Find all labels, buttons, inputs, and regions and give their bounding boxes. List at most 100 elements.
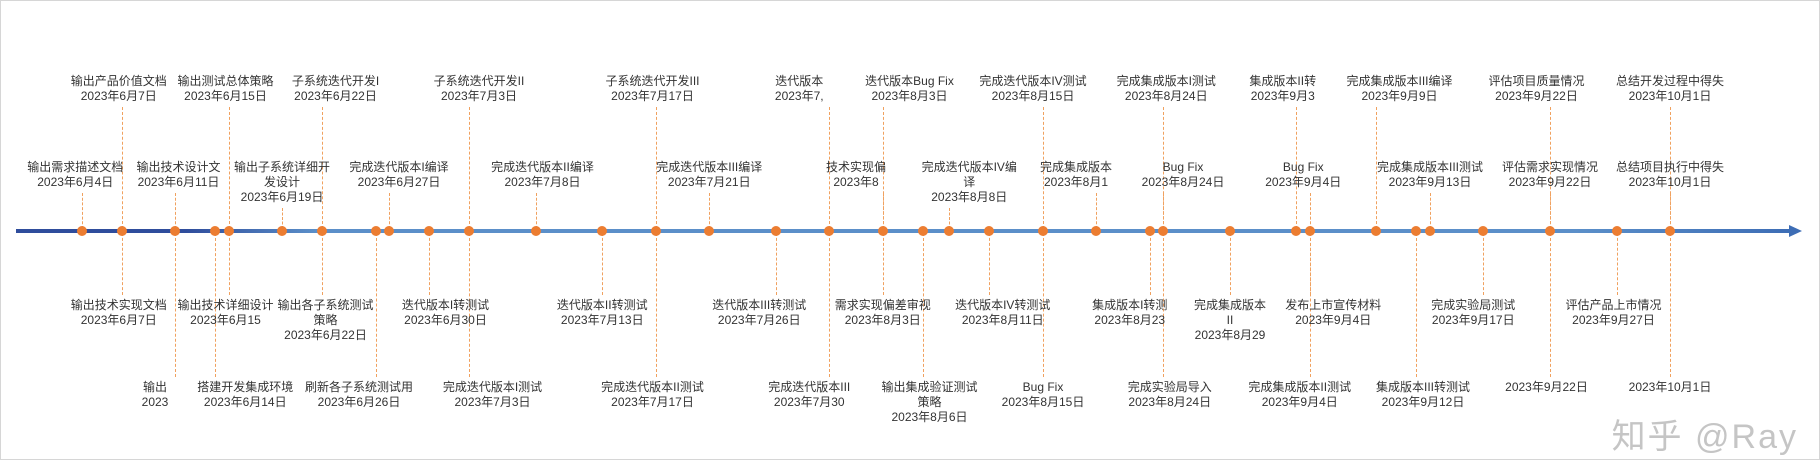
event-marker <box>424 226 434 236</box>
event-title: 完成迭代版本II测试 <box>601 380 704 394</box>
connector-line <box>829 107 830 229</box>
event-marker <box>824 226 834 236</box>
event-date: 2023年8月23 <box>1094 313 1166 327</box>
event-title: 评估项目质量情况 <box>1488 74 1585 88</box>
event-title: 输出各子系统测试策略 <box>277 298 374 327</box>
event-marker <box>224 226 234 236</box>
connector-line <box>1430 193 1431 229</box>
event-date: 2023年8月3日 <box>871 89 948 103</box>
event-date: 2023年9月4日 <box>1265 175 1342 189</box>
event-date: 2023年7月21日 <box>667 175 751 189</box>
connector-line <box>656 233 657 377</box>
connector-line <box>282 208 283 229</box>
event-date: 2023年6月7日 <box>80 89 157 103</box>
event-marker <box>77 226 87 236</box>
event-title: 子系统迭代开发I <box>291 74 380 88</box>
event-title: Bug Fix <box>1022 380 1064 394</box>
event-date: 2023年9月9日 <box>1361 89 1438 103</box>
event-marker <box>1371 226 1381 236</box>
event-title: 完成迭代版本IV测试 <box>979 74 1087 88</box>
event-date: 2023年8月29 <box>1194 328 1266 342</box>
event-title: 完成集成版本II <box>1193 298 1266 327</box>
event-title: 迭代版本I转测试 <box>401 298 490 312</box>
event-title: 搭建开发集成环境 <box>197 380 294 394</box>
event-title: 完成集成版本 <box>1039 160 1112 174</box>
watermark: 知乎 @Ray <box>1611 418 1798 456</box>
event-date: 2023年6月19日 <box>240 190 324 204</box>
event-marker <box>944 226 954 236</box>
connector-line <box>1296 107 1297 229</box>
event-marker <box>1411 226 1421 236</box>
event-title: 迭代版本IV转测试 <box>955 298 1051 312</box>
event-title: 迭代版本III转测试 <box>712 298 807 312</box>
connector-line <box>923 233 924 377</box>
event-date: 2023年8月24日 <box>1128 395 1212 409</box>
event-date: 2023年7月8日 <box>504 175 581 189</box>
event-title: 完成集成版本II测试 <box>1248 380 1352 394</box>
connector-line <box>1416 233 1417 377</box>
connector-line <box>602 233 603 295</box>
event-title: 完成迭代版本IV编译 <box>921 160 1017 189</box>
connector-line <box>215 233 216 377</box>
event-marker <box>1612 226 1622 236</box>
timeline-axis <box>16 229 1791 233</box>
event-date: 2023年7月3日 <box>440 89 518 103</box>
event-title: 完成迭代版本III <box>768 380 851 394</box>
event-date: 2023年9月22日 <box>1505 380 1588 394</box>
event-date: 2023年10月1日 <box>1628 175 1712 189</box>
connector-line <box>1483 233 1484 295</box>
event-title: 输出需求描述文档 <box>27 160 124 174</box>
event-date: 2023年6月27日 <box>357 175 441 189</box>
event-title: 总结项目执行中得失 <box>1615 160 1724 174</box>
connector-line <box>656 107 657 229</box>
event-title: 输出技术详细设计 <box>177 298 274 312</box>
connector-line <box>829 233 830 377</box>
event-date: 2023年9月4日 <box>1261 395 1338 409</box>
connector-line <box>1163 107 1164 229</box>
event-title: 评估需求实现情况 <box>1501 160 1598 174</box>
connector-line <box>883 107 884 229</box>
event-date: 2023年6月4日 <box>37 175 114 189</box>
event-title: 集成版本III转测试 <box>1375 380 1470 394</box>
event-date: 2023年7月13日 <box>560 313 644 327</box>
event-marker <box>918 226 928 236</box>
event-date: 2023年10月1日 <box>1628 89 1712 103</box>
event-date: 2023年9月12日 <box>1381 395 1465 409</box>
event-title: 完成实验局导入 <box>1127 380 1212 394</box>
connector-line <box>175 193 176 229</box>
event-title: 完成集成版本III编译 <box>1346 74 1453 88</box>
event-date: 2023年6月14日 <box>203 395 287 409</box>
connector-line <box>1376 107 1377 229</box>
event-date: 2023年6月26日 <box>317 395 401 409</box>
event-date: 2023年6月15日 <box>184 89 267 103</box>
event-marker <box>531 226 541 236</box>
event-date: 2023年9月4日 <box>1295 313 1372 327</box>
event-marker <box>1225 226 1235 236</box>
connector-line <box>1150 233 1151 295</box>
event-date: 2023年9月13日 <box>1388 175 1472 189</box>
event-title: 输出集成验证测试策略 <box>881 380 978 409</box>
event-date: 2023年8月6日 <box>891 410 968 424</box>
event-marker <box>771 226 781 236</box>
event-title: 输出产品价值文档 <box>70 74 167 88</box>
